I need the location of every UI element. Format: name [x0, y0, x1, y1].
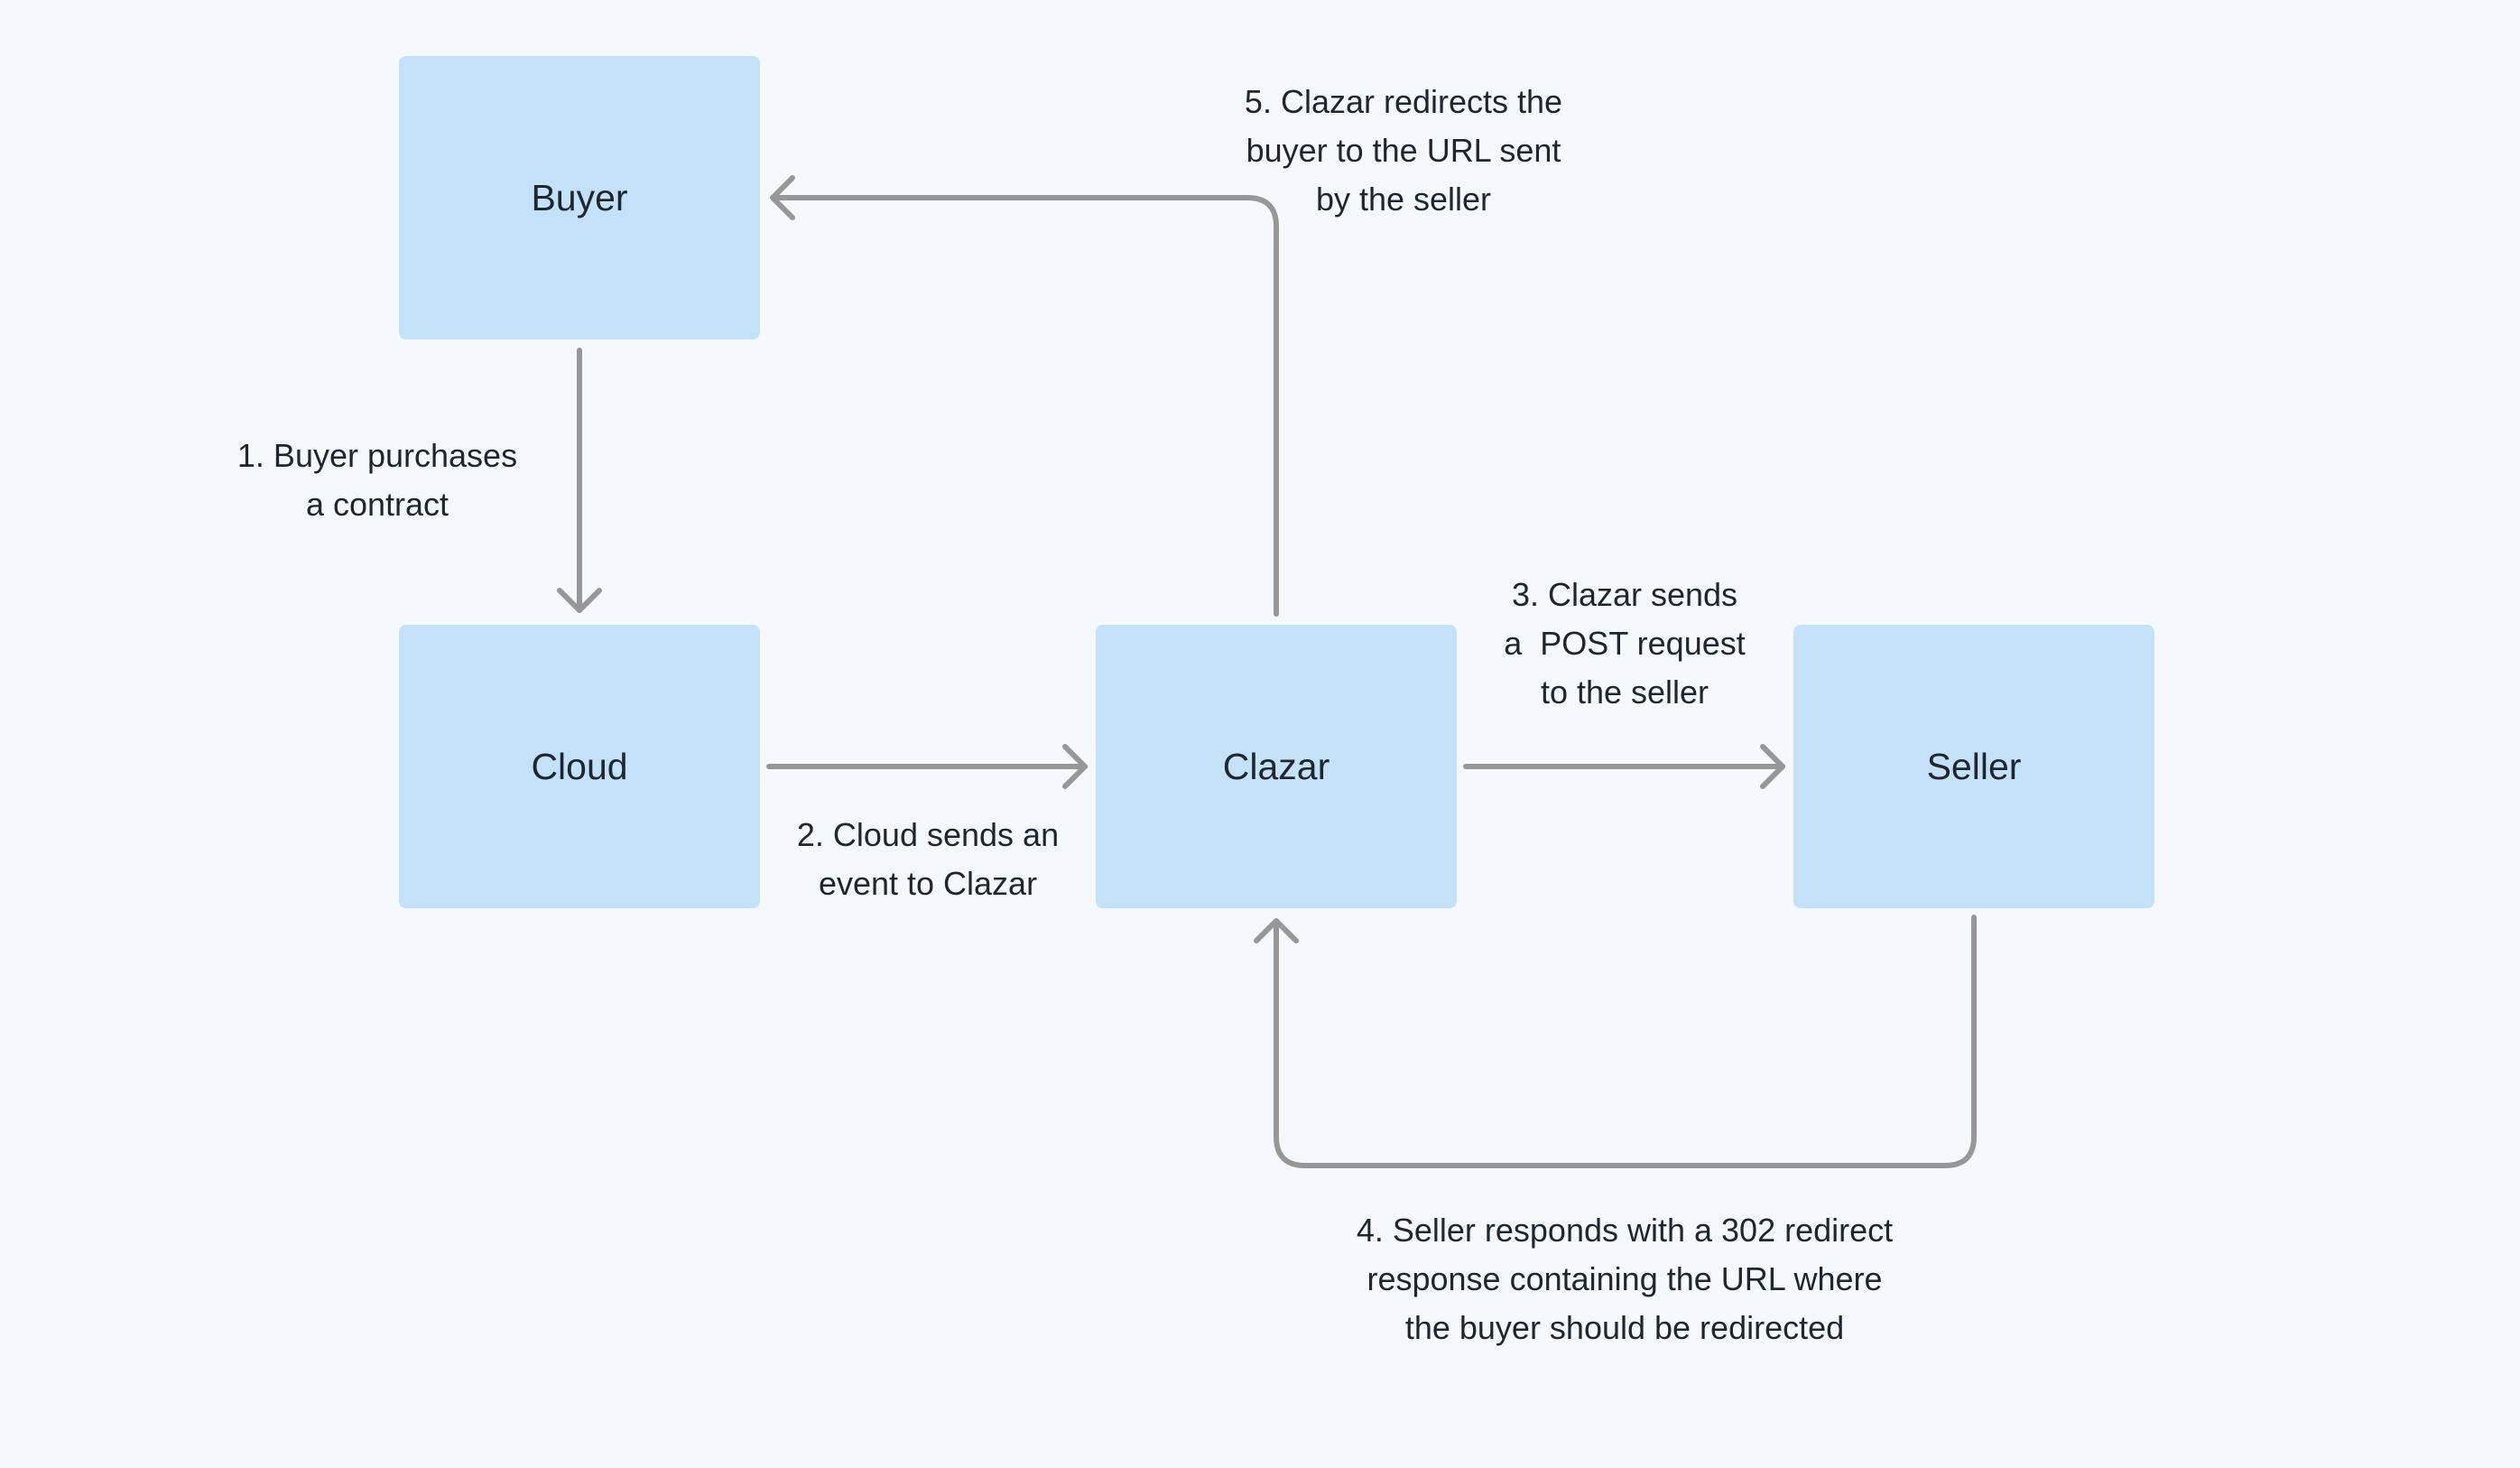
arrowhead-down-icon — [557, 588, 602, 613]
step-4-line: response containing the URL where — [1367, 1260, 1883, 1297]
step-1-label: 1. Buyer purchases a contract — [197, 432, 558, 529]
step-3-line: to the seller — [1540, 674, 1709, 711]
step-1-line: a contract — [305, 486, 449, 523]
step-1-line: 1. Buyer purchases — [236, 437, 518, 474]
step-5-line: buyer to the URL sent — [1246, 132, 1561, 169]
arrowhead-up-icon — [1254, 918, 1299, 943]
step-5-line: by the seller — [1315, 181, 1492, 218]
node-seller: Seller — [1793, 625, 2154, 908]
step-4-line: 4. Seller responds with a 302 redirect — [1356, 1212, 1894, 1249]
step-3-label: 3. Clazar sends a POST request to the se… — [1444, 571, 1805, 717]
node-buyer: Buyer — [399, 56, 760, 339]
step-3-line: a POST request — [1504, 625, 1746, 662]
step-5-line: 5. Clazar redirects the — [1244, 83, 1563, 120]
node-cloud: Cloud — [399, 625, 760, 908]
arrow-seller-to-clazar — [1274, 915, 1977, 1168]
step-4-label: 4. Seller responds with a 302 redirect r… — [1246, 1206, 2004, 1352]
step-2-label: 2. Cloud sends an event to Clazar — [747, 811, 1108, 908]
step-5-label: 5. Clazar redirects the buyer to the URL… — [1178, 78, 1629, 224]
arrowhead-right-icon — [1062, 744, 1088, 789]
step-3-line: 3. Clazar sends — [1511, 576, 1738, 613]
arrowhead-right-icon — [1760, 744, 1785, 789]
node-clazar: Clazar — [1096, 625, 1457, 908]
step-2-line: 2. Cloud sends an — [796, 816, 1060, 853]
arrowhead-left-icon — [770, 175, 795, 220]
step-4-line: the buyer should be redirected — [1404, 1309, 1845, 1346]
step-2-line: event to Clazar — [818, 865, 1038, 902]
arrow-clazar-to-buyer — [770, 195, 1279, 617]
